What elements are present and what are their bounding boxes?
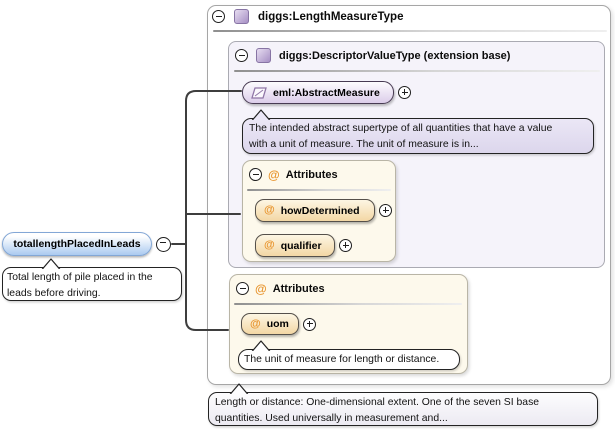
annotation-line: leads before driving. (7, 286, 177, 302)
attribute-group-length: @ Attributes @ uom The unit of measure f… (229, 274, 468, 374)
attribute-group-title: Attributes (273, 283, 325, 295)
attribute-label: uom (267, 318, 289, 330)
annotation-line: Total length of pile placed in the (7, 270, 177, 286)
element-ref-abstract-measure[interactable]: eml:AbstractMeasure (242, 81, 394, 104)
attribute-how-determined[interactable]: @ howDetermined (255, 199, 375, 222)
annotation-length-measure-type: Length or distance: One-dimensional exte… (208, 392, 598, 426)
attribute-group-header: @ Attributes (249, 168, 338, 181)
attribute-label: howDetermined (281, 205, 360, 217)
attribute-uom[interactable]: @ uom (241, 313, 299, 335)
bubble-tail (251, 109, 273, 120)
collapse-icon[interactable] (235, 49, 248, 62)
attribute-icon: @ (264, 205, 275, 216)
type-box-title: diggs:LengthMeasureType (258, 11, 403, 23)
attribute-qualifier[interactable]: @ qualifier (255, 234, 335, 257)
separator (234, 70, 600, 72)
collapse-icon[interactable] (249, 168, 262, 181)
element-totallength-placed-in-leads[interactable]: totallengthPlacedInLeads (2, 232, 152, 256)
collapse-icon[interactable] (236, 282, 249, 295)
element-label: totallengthPlacedInLeads (13, 238, 140, 250)
expand-icon[interactable] (303, 318, 316, 331)
separator (247, 189, 391, 191)
base-box-title: diggs:DescriptorValueType (extension bas… (279, 50, 510, 62)
annotation-element: Total length of pile placed in the leads… (2, 267, 182, 301)
complex-type-icon (234, 9, 249, 24)
attribute-group-header: @ Attributes (236, 282, 325, 295)
bubble-tail (41, 258, 63, 269)
annotation-line: with a unit of measure. The unit of meas… (249, 137, 587, 153)
attribute-group-descriptor: @ Attributes @ howDetermined @ qualifier (242, 160, 396, 262)
element-ref-label: eml:AbstractMeasure (273, 87, 380, 99)
complex-type-icon (256, 48, 271, 63)
attribute-icon: @ (268, 169, 280, 181)
annotation-line: quantities. Used universally in measurem… (215, 411, 591, 427)
expand-icon[interactable] (339, 239, 352, 252)
annotation-abstract-measure: The intended abstract supertype of all q… (242, 118, 594, 154)
attribute-icon: @ (264, 240, 275, 251)
attribute-icon: @ (250, 319, 261, 330)
bubble-tail (229, 383, 251, 394)
type-box-header: diggs:LengthMeasureType (212, 9, 403, 24)
attribute-label: qualifier (281, 240, 322, 252)
expand-icon[interactable] (398, 86, 411, 99)
annotation-line: Length or distance: One-dimensional exte… (215, 395, 591, 411)
attribute-row: @ howDetermined (255, 199, 392, 222)
attribute-group-title: Attributes (286, 169, 338, 181)
bubble-tail (251, 340, 273, 351)
annotation-uom: The unit of measure for length or distan… (238, 349, 460, 370)
element-ref-icon (251, 87, 267, 99)
base-box-descriptor-value: diggs:DescriptorValueType (extension bas… (228, 41, 605, 268)
expand-icon[interactable] (379, 204, 392, 217)
collapse-icon[interactable] (212, 10, 225, 23)
separator (213, 30, 607, 32)
collapse-icon[interactable] (156, 237, 171, 252)
element-row: totallengthPlacedInLeads (2, 232, 171, 256)
attribute-row: @ uom (241, 313, 316, 335)
abstract-measure-row: eml:AbstractMeasure (242, 81, 411, 104)
attribute-row: @ qualifier (255, 234, 352, 257)
type-box-length-measure: diggs:LengthMeasureType diggs:Descriptor… (207, 5, 611, 385)
base-box-header: diggs:DescriptorValueType (extension bas… (235, 48, 510, 63)
attribute-icon: @ (255, 283, 267, 295)
annotation-line: The unit of measure for length or distan… (244, 352, 454, 368)
separator (234, 303, 462, 305)
annotation-line: The intended abstract supertype of all q… (249, 121, 587, 137)
